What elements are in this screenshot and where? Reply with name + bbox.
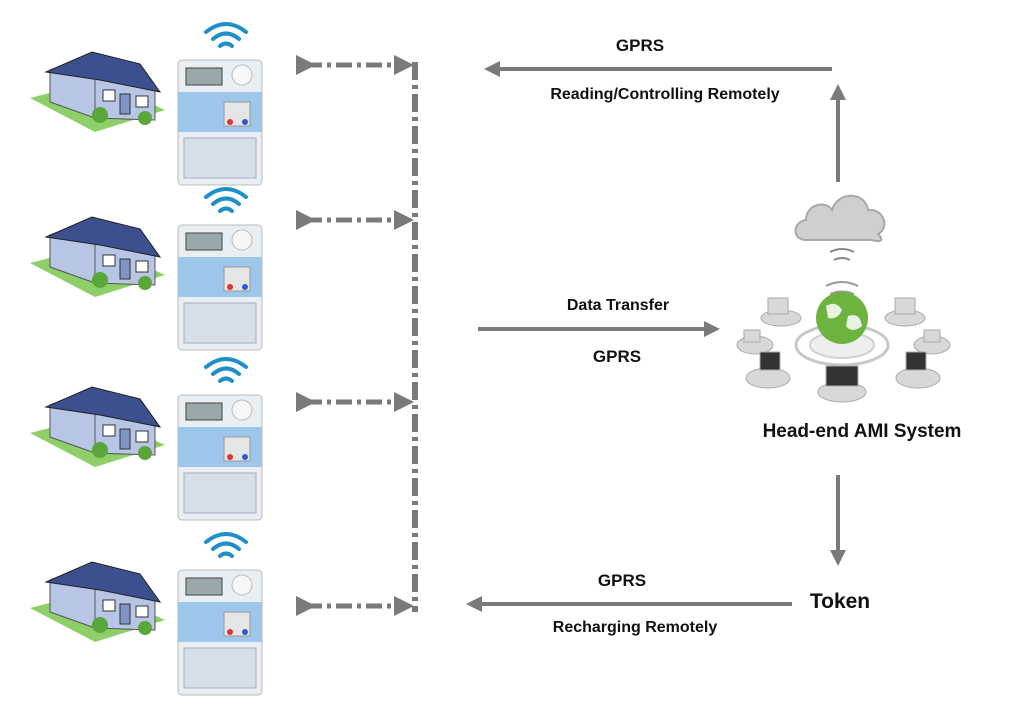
ami-network-icon: [736, 281, 951, 403]
household-row: [30, 357, 414, 521]
house-icon: [30, 216, 165, 297]
household-rows: [30, 22, 414, 696]
mid-protocol-label: GPRS: [592, 347, 642, 366]
house-icon: [30, 386, 165, 467]
smart-meter-icon: [177, 59, 263, 186]
wifi-icon: [204, 532, 248, 558]
wifi-icon: [204, 22, 248, 48]
smart-meter-icon: [177, 224, 263, 351]
data-transfer-label: Data Transfer: [566, 297, 670, 314]
globe-icon: [816, 292, 868, 344]
household-row: [30, 187, 414, 351]
top-caption-label: Reading/Controlling Remotely: [550, 86, 780, 103]
smart-meter-icon: [177, 569, 263, 696]
bottom-protocol-label: GPRS: [597, 571, 647, 590]
household-row: [30, 532, 414, 696]
cloud-icon: [794, 194, 886, 261]
bottom-caption-label: Recharging Remotely: [552, 619, 718, 636]
household-row: [30, 22, 414, 186]
laptop-icons: [736, 297, 951, 403]
house-icon: [30, 51, 165, 132]
token-label: Token: [809, 590, 871, 613]
house-icon: [30, 561, 165, 642]
wifi-icon: [204, 357, 248, 383]
wifi-icon: [204, 187, 248, 213]
system-label: Head-end AMI System: [762, 421, 962, 442]
smart-meter-icon: [177, 394, 263, 521]
top-protocol-label: GPRS: [615, 36, 665, 55]
